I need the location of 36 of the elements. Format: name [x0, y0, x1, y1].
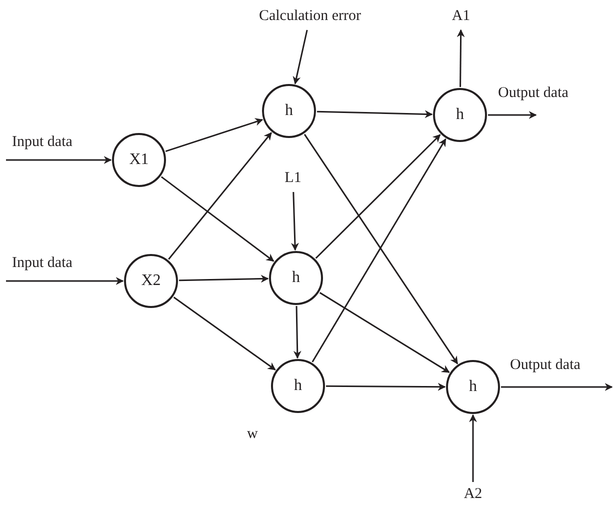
neuron-circle: h [269, 251, 323, 305]
arrow [160, 176, 274, 262]
arrow [168, 132, 272, 260]
node-label: Calculation error [248, 6, 372, 26]
neuron-circle: X2 [124, 254, 178, 308]
edge-label: Output data [498, 84, 568, 102]
node-label: A1 [449, 6, 473, 26]
edge-label: Input data [12, 254, 72, 272]
neuron-circle: h [262, 84, 316, 138]
neuron-circle: h [446, 360, 500, 414]
arrow [6, 277, 124, 285]
arrow [469, 414, 477, 482]
node-label: A2 [461, 484, 485, 504]
arrow [292, 30, 308, 84]
arrow [316, 110, 433, 118]
arrow [315, 134, 441, 259]
neuron-circle: h [271, 359, 325, 413]
arrow [304, 134, 458, 364]
neuron-circle: X1 [112, 133, 166, 187]
arrow [319, 292, 450, 373]
arrow [456, 29, 465, 87]
arrow [326, 382, 446, 391]
edge-label: Input data [12, 133, 72, 151]
arrow [501, 383, 613, 391]
arrow [178, 274, 269, 283]
arrow [173, 296, 276, 370]
node-label: L1 [281, 168, 305, 188]
arrow [290, 192, 299, 251]
arrow [488, 111, 537, 119]
neuron-circle: h [433, 88, 487, 142]
arrow [312, 138, 446, 362]
edge-label: Output data [510, 356, 580, 374]
arrow [6, 156, 112, 164]
weight-label: w [247, 425, 258, 443]
arrow [293, 306, 302, 359]
arrow [165, 118, 264, 152]
